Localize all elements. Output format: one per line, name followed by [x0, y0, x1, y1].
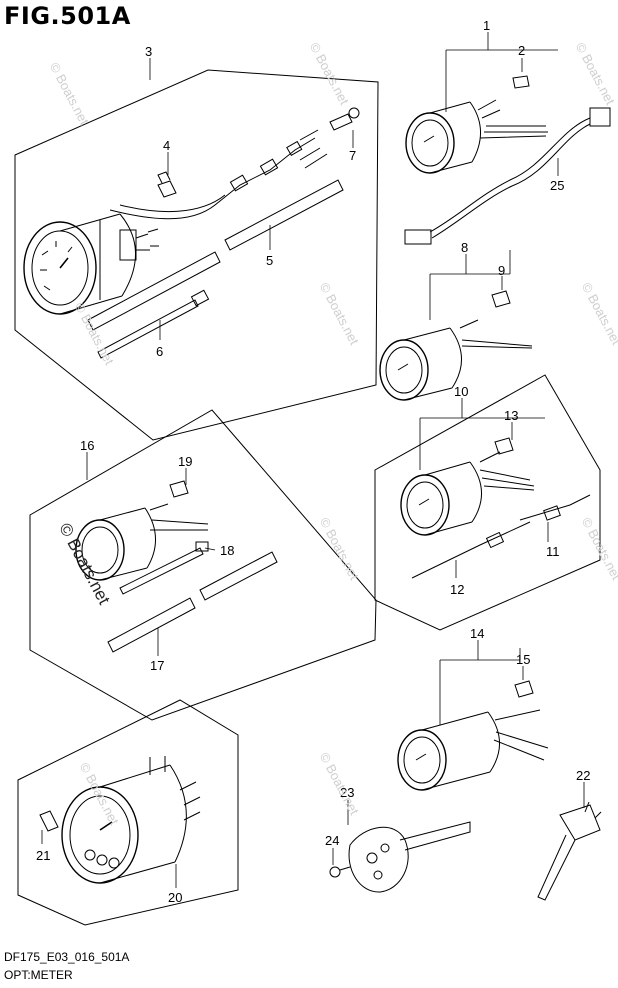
part-number-8[interactable]: 8	[461, 240, 468, 255]
part-number-1[interactable]: 1	[483, 18, 490, 33]
part-number-14[interactable]: 14	[470, 626, 484, 641]
gauge-1[interactable]	[405, 99, 548, 174]
bulb-2[interactable]	[512, 75, 530, 89]
sender-22[interactable]	[537, 801, 602, 901]
group-box-16	[29, 409, 377, 721]
part-number-19[interactable]: 19	[178, 454, 192, 469]
bulb-7[interactable]	[329, 107, 360, 131]
part-number-labels: 1 2 3 4 5 6 7 8 9 10 11 12 13 14 15 16 1…	[36, 18, 590, 905]
part-number-3[interactable]: 3	[145, 44, 152, 59]
part-number-2[interactable]: 2	[518, 43, 525, 58]
gauge-10[interactable]	[400, 451, 535, 536]
part-number-6[interactable]: 6	[156, 344, 163, 359]
figure-title: FIG.501A	[4, 2, 131, 30]
screw-24[interactable]	[329, 866, 351, 878]
bulb-19[interactable]	[169, 480, 189, 498]
part-number-7[interactable]: 7	[349, 148, 356, 163]
wire-12[interactable]	[411, 521, 531, 579]
gauge-20[interactable]	[61, 756, 201, 884]
tube-5[interactable]	[87, 179, 344, 331]
part-number-21[interactable]: 21	[36, 848, 50, 863]
part-number-10[interactable]: 10	[454, 384, 468, 399]
part-number-4[interactable]: 4	[163, 138, 170, 153]
leader-lines	[41, 32, 585, 888]
bulb-9[interactable]	[491, 290, 511, 308]
group-box-3	[14, 69, 379, 441]
part-number-15[interactable]: 15	[516, 652, 530, 667]
wire-harness	[109, 129, 328, 220]
diagram-code: DF175_E03_016_501A	[4, 950, 130, 964]
part-number-9[interactable]: 9	[498, 263, 505, 278]
part-number-11[interactable]: 11	[546, 544, 560, 559]
part-number-17[interactable]: 17	[150, 658, 164, 673]
gauge-16[interactable]	[75, 503, 209, 581]
part-number-22[interactable]: 22	[576, 768, 590, 783]
lever-23[interactable]	[348, 821, 471, 893]
bulb-21[interactable]	[39, 810, 59, 832]
bulb-15[interactable]	[514, 680, 534, 698]
cable-tie-6[interactable]	[97, 289, 210, 359]
part-number-20[interactable]: 20	[168, 890, 182, 905]
part-number-5[interactable]: 5	[266, 253, 273, 268]
gauge-8[interactable]	[379, 319, 533, 401]
group-box-10	[374, 374, 601, 631]
wire-11[interactable]	[519, 494, 591, 521]
part-number-18[interactable]: 18	[220, 543, 234, 558]
part-number-16[interactable]: 16	[80, 438, 94, 453]
part-number-13[interactable]: 13	[504, 408, 518, 423]
tachometer-gauge[interactable]	[23, 213, 159, 315]
part-number-25[interactable]: 25	[550, 178, 564, 193]
gauge-14[interactable]	[397, 709, 549, 791]
tube-17[interactable]	[107, 551, 278, 653]
bulb-13[interactable]	[494, 437, 514, 455]
bulb-socket-4[interactable]	[157, 171, 177, 198]
part-number-23[interactable]: 23	[340, 785, 354, 800]
cable-tie-18[interactable]	[119, 541, 209, 595]
group-box-20	[17, 699, 239, 926]
wire-harness-25[interactable]	[404, 107, 611, 245]
diagram-caption: OPT:METER	[4, 968, 73, 982]
part-number-24[interactable]: 24	[325, 833, 339, 848]
part-number-12[interactable]: 12	[450, 582, 464, 597]
